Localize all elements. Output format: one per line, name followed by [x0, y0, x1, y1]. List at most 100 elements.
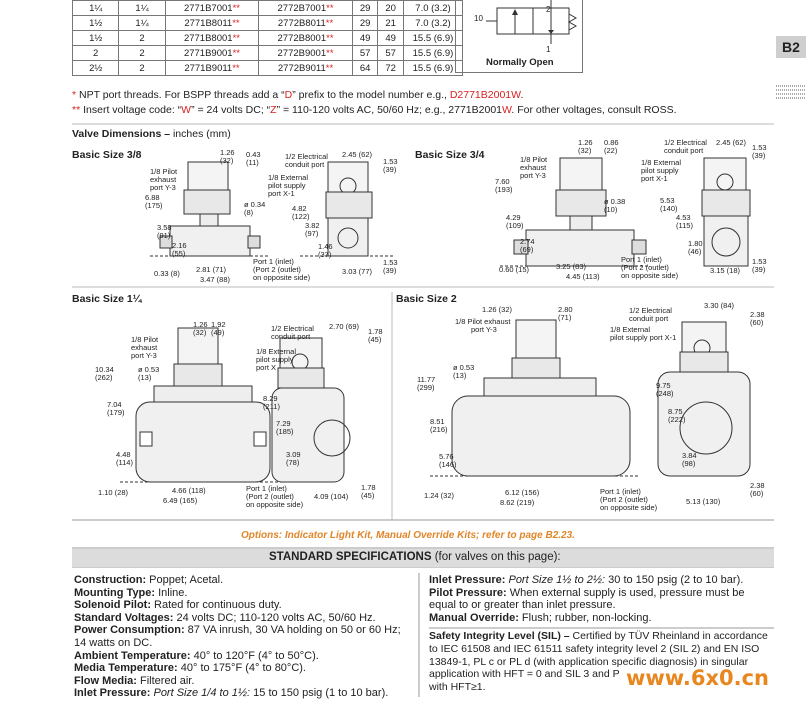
- dim-text: 3.09: [286, 450, 301, 459]
- specs-header-text: STANDARD SPECIFICATIONS: [269, 551, 432, 563]
- cell: 2: [118, 60, 166, 76]
- dim: 6.12 (156): [505, 488, 540, 497]
- port-label: 2: [546, 5, 551, 14]
- label-text: 1/8 External: [641, 158, 682, 167]
- specs-header-note: (for valves on this page):: [431, 551, 561, 563]
- dim-text: 5.53: [660, 196, 675, 205]
- dim-text: (32): [193, 328, 207, 337]
- note-voltage: ** Insert voltage code: “W” = 24 volts D…: [72, 104, 677, 116]
- dim-text: (10): [604, 205, 618, 214]
- dim-text: (248): [656, 389, 674, 398]
- cell: 2771B8011: [184, 17, 233, 29]
- dim-text: (91): [157, 231, 171, 240]
- note-text: Insert voltage code: “: [80, 104, 182, 116]
- dim-text: (299): [417, 383, 435, 392]
- dim: 3.58(91): [157, 224, 172, 240]
- spec-row: Manual Override: Flush; rubber, non-lock…: [429, 612, 774, 625]
- dim-text: ø 0.53: [138, 365, 160, 374]
- dim-text: (262): [95, 373, 113, 382]
- dim: 8.29(211): [263, 395, 280, 411]
- dim-text: (45): [361, 491, 375, 500]
- dim: 0.86(22): [604, 139, 619, 155]
- valve-symbol: 2 10 1 Normally Open: [455, 0, 583, 73]
- dim-text: (46): [688, 247, 702, 256]
- label-text: 1/8 External: [256, 347, 297, 356]
- spec-row: Inlet Pressure: Port Size 1½ to 2½: 30 t…: [429, 574, 774, 587]
- valve-34-drawing: [500, 157, 751, 267]
- spec-row: Pilot Pressure: When external supply is …: [429, 587, 774, 600]
- note-text: .: [520, 89, 524, 101]
- label-text: 1/8 External: [610, 325, 651, 334]
- dim-text: 8.75: [668, 407, 683, 416]
- cell: 2772B9001: [277, 47, 327, 59]
- spec-row: Standard Voltages: 24 volts DC; 110-120 …: [74, 612, 414, 625]
- cell: 2771B7001: [183, 2, 233, 14]
- spec-value: to IEC 61508 and IEC 61511 safety integr…: [429, 642, 760, 655]
- dim-text: (78): [286, 458, 300, 467]
- dim-text: (185): [276, 427, 294, 436]
- spec-value: Port Size 1½ to 2½:: [505, 574, 606, 586]
- spec-value: Poppet; Acetal.: [146, 574, 224, 586]
- label-text: port X-1: [641, 174, 668, 183]
- watermark: www.6x0.cn: [626, 666, 769, 690]
- dim: 1.24 (32): [424, 491, 455, 500]
- spec-value: 40° to 120°F (4° to 50°C).: [190, 649, 319, 662]
- cell: 15.5 (6.9): [402, 60, 464, 76]
- symbol-caption: Normally Open: [486, 57, 554, 68]
- label-text: 1/2 Electrical: [629, 306, 672, 315]
- dim: 4.48(114): [116, 451, 133, 467]
- valve-38-drawing: [150, 161, 395, 257]
- dims-title-unit: inches (mm): [172, 128, 231, 140]
- dim-text: (22): [604, 146, 618, 155]
- dim-text: 3.84: [682, 451, 697, 460]
- dims-title: Valve Dimensions – inches (mm): [72, 128, 231, 140]
- dim: 0.60 (15): [499, 265, 530, 274]
- note-mark: **: [72, 104, 81, 116]
- dim-text: 2.38: [750, 310, 765, 319]
- note-text: W: [181, 104, 192, 116]
- label-text: 1/8 Pilot: [520, 155, 548, 164]
- spec-row: 14 watts on DC.: [74, 637, 414, 650]
- dim: 6.88(175): [145, 194, 163, 210]
- dim-text: 4.53: [676, 213, 691, 222]
- dim-text: (97): [305, 229, 319, 238]
- label-text: port X: [256, 363, 277, 372]
- spec-value: Filtered air.: [136, 674, 195, 687]
- note-text: NPT port threads. For BSPP threads add a…: [76, 89, 285, 101]
- label: Port 1 (inlet)(Port 2 (outlet)on opposit…: [253, 258, 310, 282]
- dim: 2.81 (71): [196, 265, 227, 274]
- dim-text: (140): [660, 204, 678, 213]
- valve-symbol-icon: [486, 0, 578, 44]
- dim-text: 6.88: [145, 193, 160, 202]
- dim: 4.45 (113): [566, 272, 600, 281]
- dim: 1.26(32): [193, 321, 208, 337]
- spec-row: Ambient Temperature: 40° to 120°F (4° to…: [74, 650, 414, 663]
- dim: 10.34(262): [95, 366, 114, 382]
- label-text: port Y-3: [520, 171, 546, 180]
- label-text: 1/2 Electrical: [285, 152, 328, 161]
- label-text: 1/8 External: [268, 173, 309, 182]
- spec-key: Solenoid Pilot:: [74, 599, 151, 612]
- dim: 2.45 (62): [342, 150, 373, 159]
- label-text: pilot supply: [641, 166, 679, 175]
- cell-mark: **: [326, 32, 334, 44]
- specs-header-bar: [72, 549, 774, 567]
- dim-text: 7.60: [495, 177, 510, 186]
- dim: 3.15 (18): [710, 266, 741, 275]
- dim: 1.26(32): [578, 139, 593, 155]
- cell: 2771B9011: [184, 62, 233, 74]
- note-text: ” = 110-120 volts AC, 50/60 Hz; e.g., 27…: [276, 104, 503, 116]
- table-row: 2 2 2771B9001** 2772B9001** 57 57 15.5 (…: [71, 45, 464, 61]
- dim: 7.29(185): [276, 420, 294, 436]
- options-note: Options: Indicator Light Kit, Manual Ove…: [241, 530, 575, 541]
- dim: 0.43(11): [246, 151, 261, 167]
- note-text: . For other voltages, consult ROSS.: [511, 104, 677, 116]
- dim: 1.80(46): [688, 240, 703, 256]
- spec-key: Mounting Type:: [74, 586, 156, 599]
- spec-value: 15 to 150 psig (1 to 10 bar).: [250, 687, 389, 700]
